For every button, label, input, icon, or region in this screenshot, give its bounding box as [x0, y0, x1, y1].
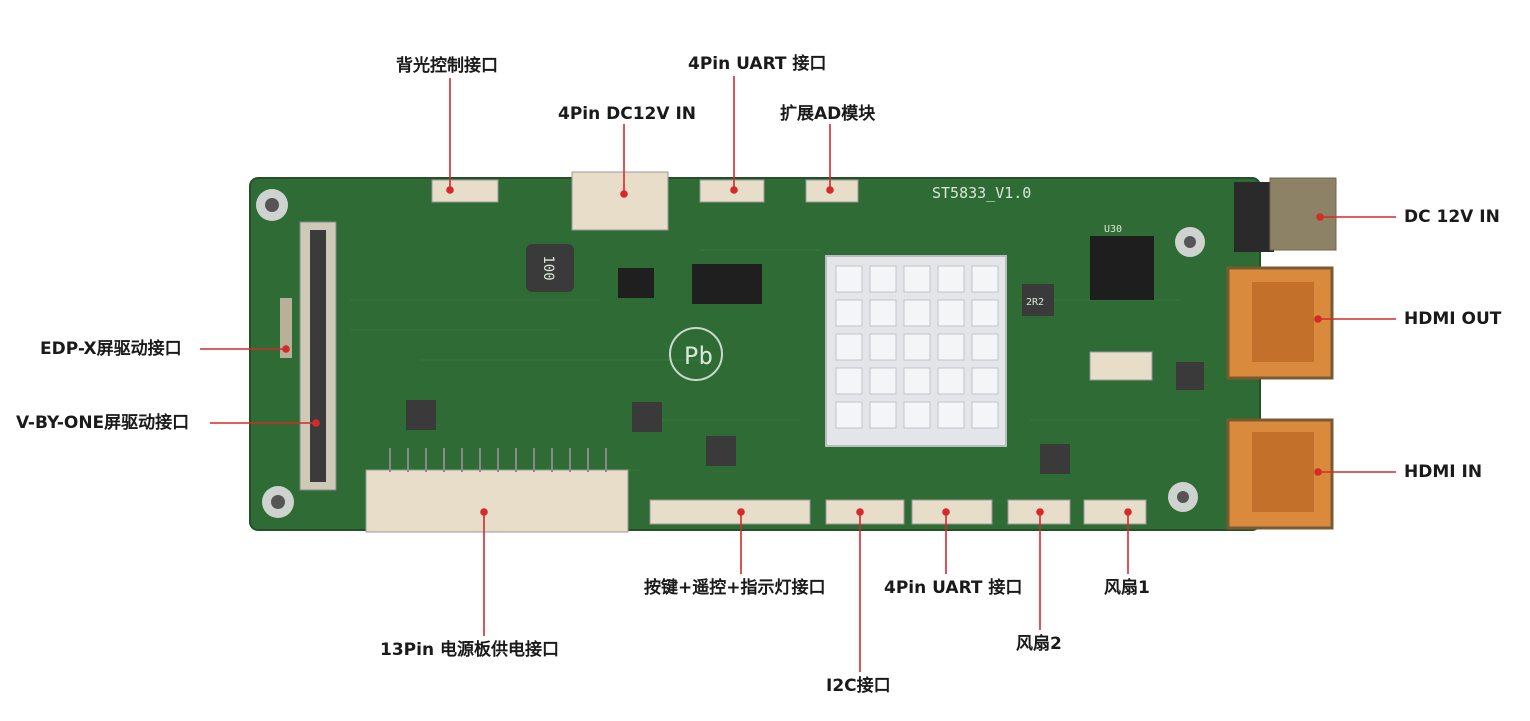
- pb-mark: Pb: [684, 342, 713, 370]
- edp-connector: [280, 298, 292, 358]
- mounting-holes: [256, 189, 1205, 518]
- label-dc12v-in-4pin: 4Pin DC12V IN: [558, 104, 697, 124]
- i2c-connector: [825, 499, 905, 525]
- label-power-13pin: 13Pin 电源板供电接口: [380, 640, 559, 660]
- label-hdmi-out: HDMI OUT: [1404, 309, 1502, 329]
- label-edp-x: EDP-X屏驱动接口: [40, 339, 182, 359]
- fan1-connector: [1083, 499, 1147, 525]
- label-ad-module: 扩展AD模块: [780, 104, 876, 124]
- label-uart-top: 4Pin UART 接口: [688, 54, 827, 74]
- leader-lines: [200, 76, 1396, 672]
- label-backlight-interface: 背光控制接口: [396, 56, 498, 76]
- chip-u30-label: U30: [1104, 224, 1122, 235]
- backlight-connector: [431, 179, 499, 203]
- dc-jack: [1234, 182, 1274, 252]
- dc12v-top-connector: [571, 171, 669, 231]
- label-fan1: 风扇1: [1104, 578, 1150, 598]
- inductor-2r2-label: 2R2: [1026, 297, 1044, 308]
- label-fan2: 风扇2: [1016, 634, 1062, 654]
- label-i2c: I2C接口: [826, 676, 891, 696]
- label-keys-remote: 按键+遥控+指示灯接口: [644, 578, 826, 598]
- label-vbyone: V-BY-ONE屏驱动接口: [16, 413, 190, 433]
- label-hdmi-in: HDMI IN: [1404, 462, 1483, 482]
- label-dc-12v-in: DC 12V IN: [1404, 207, 1500, 227]
- chip-u30: [1090, 236, 1154, 300]
- label-uart-bottom: 4Pin UART 接口: [884, 578, 1023, 598]
- board-model-silkscreen: ST5833_V1.0: [932, 184, 1031, 202]
- power-13pin-connector: [365, 469, 629, 533]
- uart-bottom-connector: [911, 499, 993, 525]
- keys-remote-connector: [649, 499, 811, 525]
- inductor-100-label: 100: [540, 255, 556, 280]
